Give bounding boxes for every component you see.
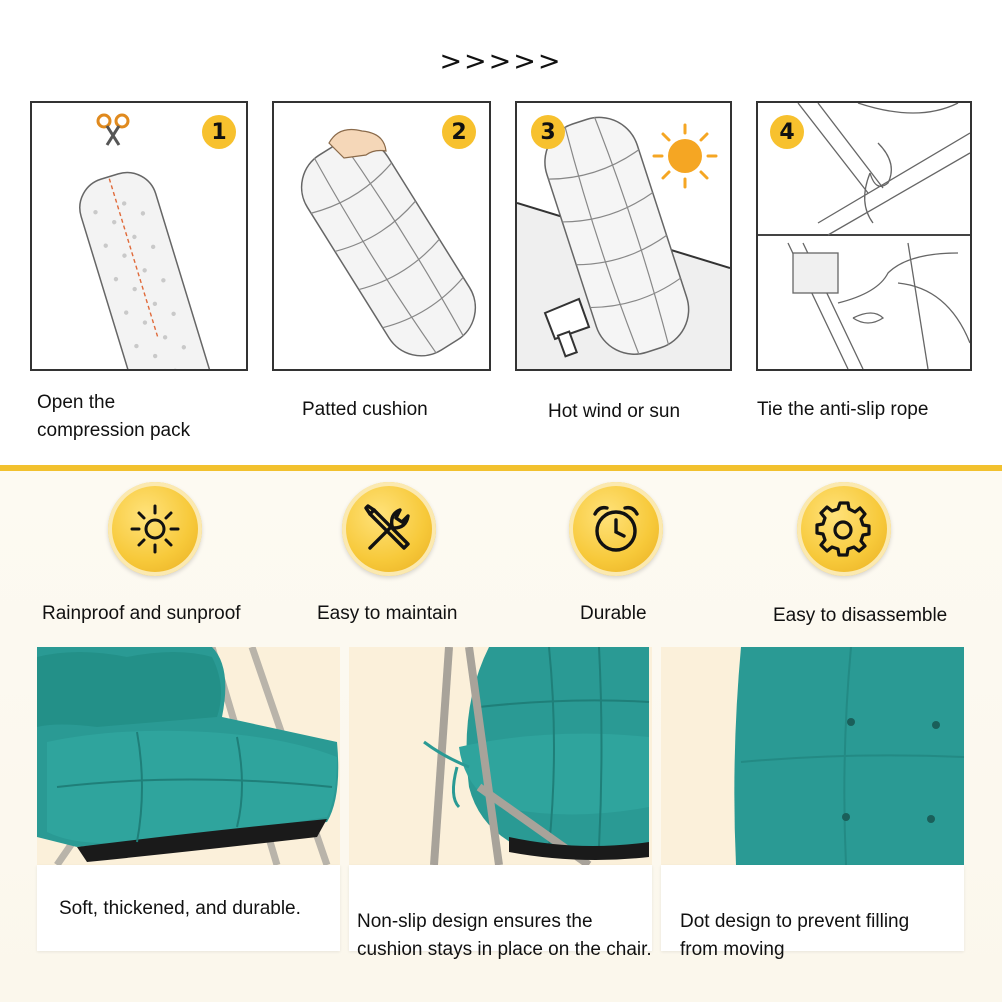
step-number-badge: 1 (202, 115, 236, 149)
feature-badge-disassemble (797, 482, 891, 576)
feature-label-disassemble: Easy to disassemble (773, 605, 948, 626)
step-panel-1: 1 (30, 101, 248, 371)
feature-badge-maintain (342, 482, 436, 576)
step-label-2: Patted cushion (302, 399, 428, 420)
scissors-icon (96, 113, 130, 146)
header-arrows: >>>>> (439, 46, 563, 77)
step-panel-3: 3 (515, 101, 732, 371)
compression-pack-illustration (79, 171, 214, 369)
tools-icon (364, 504, 410, 550)
tuft-dots (842, 718, 940, 823)
step-panel-4: 4 (756, 101, 972, 371)
caption-box-1: Soft, thickened, and durable. (37, 865, 340, 951)
caption-box-2: Non-slip design ensures the cushion stay… (349, 865, 652, 960)
tie-rope-illustration (758, 103, 970, 369)
step-label-4: Tie the anti-slip rope (757, 399, 929, 420)
photo-cushion-front (37, 647, 340, 865)
step-label-1: Open the compression pack (37, 392, 191, 441)
feature-badge-rainproof (108, 482, 202, 576)
alarm-clock-icon (593, 505, 639, 552)
feature-label-durable: Durable (580, 603, 647, 624)
gear-icon (815, 501, 871, 557)
hair-dryer-icon (543, 297, 591, 358)
photo-cushion-side (349, 647, 652, 865)
step-label-3: Hot wind or sun (548, 401, 681, 422)
accent-divider (0, 465, 1002, 471)
feature-label-rainproof: Rainproof and sunproof (42, 603, 241, 624)
hot-wind-sun-illustration (517, 116, 730, 369)
photo-cushion-dots (661, 647, 964, 865)
caption-text: Soft, thickened, and durable. (59, 898, 301, 919)
step-number-badge: 3 (531, 115, 565, 149)
caption-box-3: Dot design to prevent filling from movin… (661, 865, 964, 960)
feature-badge-durable (569, 482, 663, 576)
patted-cushion-illustration (300, 128, 477, 357)
sun-icon (652, 123, 718, 189)
sun-icon (130, 504, 180, 554)
feature-label-maintain: Easy to maintain (317, 603, 458, 624)
step-number-badge: 2 (442, 115, 476, 149)
step-number-badge: 4 (770, 115, 804, 149)
caption-text: Non-slip design ensures the cushion stay… (357, 911, 652, 960)
step-panel-2: 2 (272, 101, 491, 371)
caption-text: Dot design to prevent filling from movin… (680, 911, 910, 960)
